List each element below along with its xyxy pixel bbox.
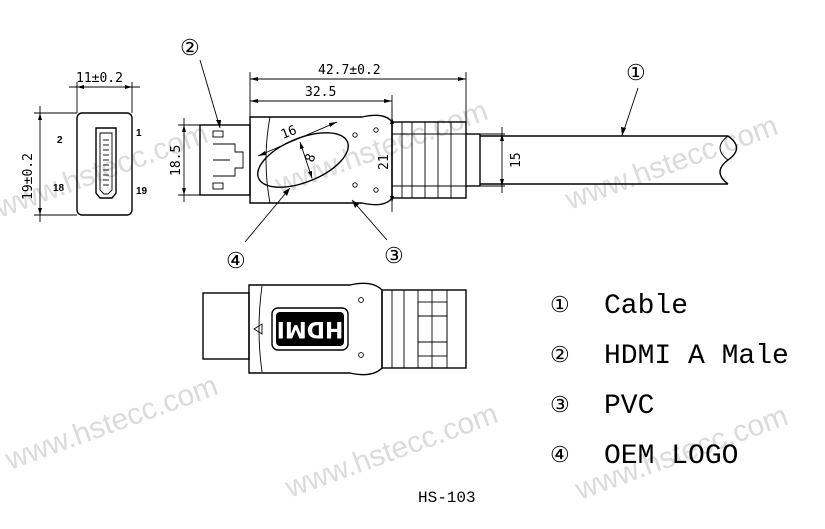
triangle-arrow-icon [253,323,263,335]
pin-18-label: 18 [53,183,65,194]
hdmi-logo-text: HDMI [277,316,344,341]
watermark: www.hstecc.com [0,369,222,477]
logo-length-label: 16 [279,123,299,143]
body-length-label: 32.5 [305,85,336,100]
plug-height-label: 18.5 [169,145,184,176]
legend-1-label: Cable [604,291,688,322]
strain-relief [391,121,481,199]
legend: ① Cable ② HDMI A Male ③ PVC ④ OEM LOGO [550,291,789,472]
contact-pins [103,139,109,186]
legend-4-label: OEM LOGO [604,441,738,472]
logo-box [276,312,344,346]
watermark: www.hstecc.com [560,109,782,217]
front-view: 11±0.2 19±0.2 2 1 18 19 [21,71,148,222]
front-width-label: 11±0.2 [76,71,123,86]
callout-4: ④ [226,248,246,273]
legend-4-num: ④ [550,442,570,467]
body-height-label: 21 [377,154,392,170]
logo-plate [271,307,349,351]
callout-2: ② [180,35,200,60]
pin-2-label: 2 [57,135,63,146]
callout-3: ③ [384,243,404,268]
legend-2-label: HDMI A Male [604,341,789,372]
legend-1-num: ① [550,292,570,317]
side-view: 42.7±0.2 32.5 18.5 21 15 16 8 [169,63,738,212]
hdmi-plug-top [202,292,250,360]
legend-3-label: PVC [604,391,654,422]
legend-3-num: ③ [550,392,570,417]
legend-2-num: ② [550,342,570,367]
callouts: ② ① ④ ③ [180,35,646,273]
total-length-label: 42.7±0.2 [318,63,381,78]
pin-19-label: 19 [136,186,148,197]
front-height-label: 19±0.2 [21,153,36,200]
logo-ellipse [257,132,349,188]
cable-diameter-label: 15 [509,152,524,168]
pin-1-label: 1 [136,128,142,139]
top-view: HDMI [202,282,467,376]
callout-1: ① [626,60,646,85]
model-number: HS-103 [418,489,476,507]
